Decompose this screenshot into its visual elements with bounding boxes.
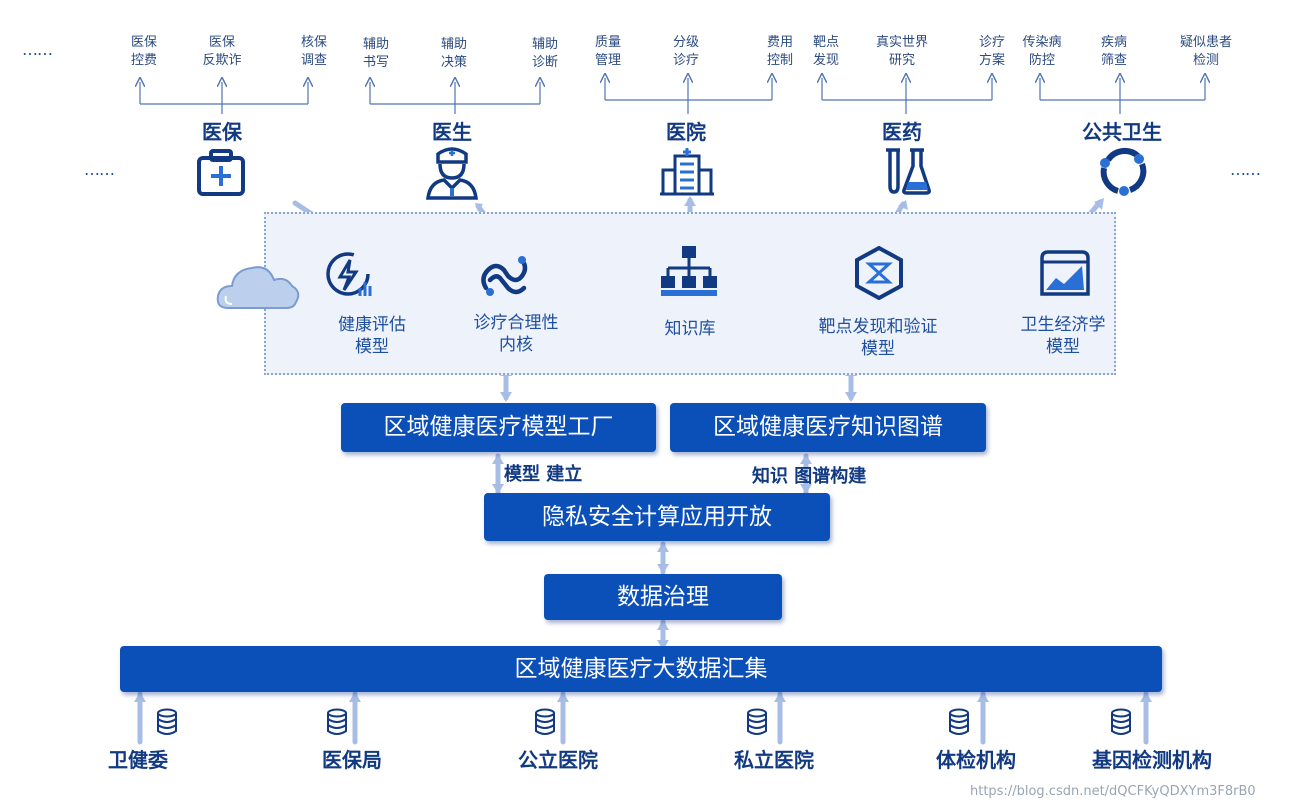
database-icon	[327, 708, 347, 735]
source-yibaoju: 医保局	[322, 748, 382, 772]
sub-item-fuzhu-zhenduan: 辅助 诊断	[531, 37, 558, 70]
model-label-health-economics: 卫生经济学 模型	[1020, 315, 1106, 357]
economics-chart-icon	[1040, 250, 1090, 296]
source-sili-yiyuan: 私立医院	[734, 748, 814, 772]
sub-item-feiyong-kongzhi: 费用 控制	[766, 35, 793, 68]
sub-item-chuanranbing-fangkong: 传染病 防控	[1022, 35, 1062, 68]
lab-flask-icon	[886, 148, 931, 195]
category-label-yibao: 医保	[202, 120, 242, 144]
sub-item-zhenshi-shijie: 真实世界 研究	[875, 35, 928, 68]
database-icon	[747, 708, 767, 735]
model-label-target-discovery: 靶点发现和验证 模型	[818, 317, 938, 359]
database-icon	[157, 708, 177, 735]
source-jiyin-jiance: 基因检测机构	[1092, 748, 1212, 772]
category-label-yisheng: 医生	[432, 120, 472, 144]
ellipsis-top-left: ……	[22, 40, 53, 59]
bar-privacy-computing: 隐私安全计算应用开放	[484, 493, 830, 541]
cloud-icon	[216, 266, 300, 309]
connector-label-model-build: 模型 建立	[504, 464, 583, 485]
sub-item-yisi-huanzhe: 疑似患者 检测	[1179, 35, 1232, 68]
category-label-gonggong-weisheng: 公共卫生	[1082, 120, 1162, 144]
source-tijian-jigou: 体检机构	[936, 748, 1016, 772]
model-label-treatment-rationality: 诊疗合理性 内核	[473, 313, 559, 355]
treatment-rationality-icon	[481, 256, 528, 296]
connector-label-knowledge-build: 知识 图谱构建	[752, 466, 867, 487]
ellipsis-mid-right: ……	[1230, 160, 1261, 179]
source-gongli-yiyuan: 公立医院	[518, 748, 598, 772]
source-weijianwei: 卫健委	[108, 748, 168, 772]
sub-item-hebao-diaocha: 核保 调查	[300, 35, 327, 68]
watermark: https://blog.csdn.net/dQCFKyQDXYm3F8rB0	[970, 784, 1256, 799]
doctor-icon	[426, 147, 478, 200]
bar-knowledge-graph: 区域健康医疗知识图谱	[670, 403, 986, 452]
database-icon	[1111, 708, 1131, 735]
health-assessment-icon	[326, 252, 372, 296]
ellipsis-mid-left: ……	[84, 160, 115, 179]
sub-item-fuzhu-shuxie: 辅助 书写	[362, 37, 389, 70]
model-label-health-assessment: 健康评估 模型	[338, 315, 406, 357]
sub-item-fenji-zhenliao: 分级 诊疗	[672, 35, 699, 68]
database-icon	[535, 708, 555, 735]
medical-kit-icon	[197, 149, 245, 196]
public-health-cycle-icon	[1100, 147, 1147, 196]
category-label-yiyao: 医药	[882, 120, 922, 144]
bar-data-aggregation: 区域健康医疗大数据汇集	[120, 646, 1162, 692]
sub-item-zhenliao-fangan: 诊疗 方案	[978, 35, 1005, 68]
sub-item-yibao-kongfei: 医保 控费	[130, 35, 157, 68]
database-icon	[949, 708, 969, 735]
target-cube-icon	[855, 246, 903, 300]
sub-item-zhiliang-guanli: 质量 管理	[594, 35, 621, 68]
sub-item-fuzhu-juece: 辅助 决策	[440, 37, 467, 70]
sub-item-badian-faxian: 靶点 发现	[812, 35, 839, 68]
bar-data-governance: 数据治理	[544, 574, 782, 620]
knowledge-tree-icon	[661, 246, 717, 296]
category-label-yiyuan: 医院	[666, 120, 706, 144]
bar-model-factory: 区域健康医疗模型工厂	[341, 403, 656, 452]
sub-item-jibing-shaicha: 疾病 筛查	[1100, 35, 1127, 68]
hospital-building-icon	[660, 148, 714, 196]
model-label-knowledge-base: 知识库	[664, 319, 716, 339]
sub-item-yibao-fanqizha: 医保 反欺诈	[202, 35, 242, 68]
